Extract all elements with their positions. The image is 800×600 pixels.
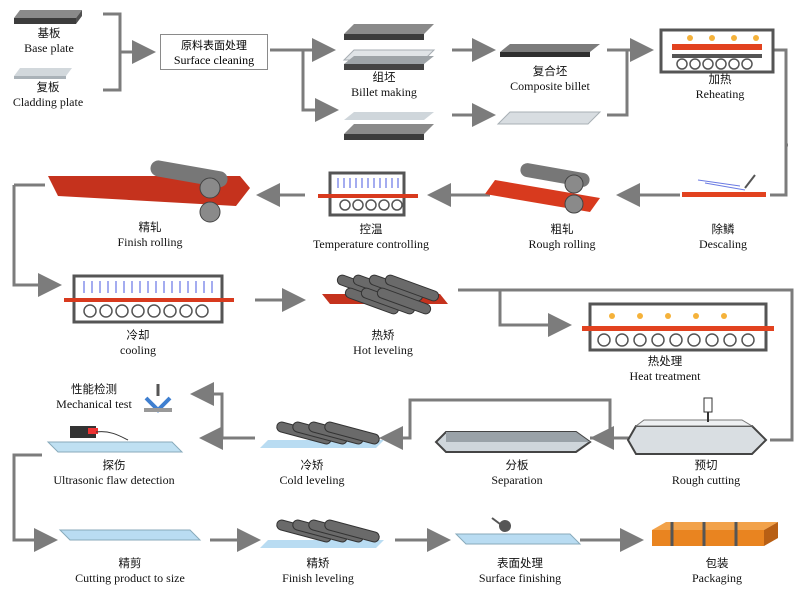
mechanical-test-zh: 性能检测 (71, 382, 117, 396)
billet-making-en: Billet making (351, 85, 417, 99)
separation-zh: 分板 (505, 458, 529, 472)
finish-leveling-zh: 精矫 (306, 556, 330, 570)
packaging-label: 包装 Packaging (672, 556, 762, 586)
ultrasonic-zh: 探伤 (102, 458, 126, 472)
heat-treatment-en: Heat treatment (629, 369, 701, 383)
cutting-to-size-icon (58, 529, 202, 541)
packaging-zh: 包装 (705, 556, 729, 570)
separation-en: Separation (491, 473, 543, 487)
surface-finishing-icon (454, 517, 582, 545)
cold-leveling-icon (260, 421, 384, 448)
base-plate-label: 基板 Base plate (14, 26, 84, 56)
surface-cleaning-box: 原料表面处理 Surface cleaning (160, 34, 268, 70)
cladding-plate-en: Cladding plate (12, 95, 84, 109)
separation-icon (434, 431, 592, 453)
surface-finishing-label: 表面处理 Surface finishing (460, 556, 580, 586)
temperature-controlling-icon (318, 171, 418, 217)
descaling-en: Descaling (699, 237, 747, 251)
rough-cutting-label: 预切 Rough cutting (656, 458, 756, 488)
base-plate-zh: 基板 (37, 26, 61, 40)
finish-rolling-icon (48, 160, 250, 223)
separation-label: 分板 Separation (472, 458, 562, 488)
finish-leveling-label: 精矫 Finish leveling (266, 556, 370, 586)
rough-rolling-label: 粗轧 Rough rolling (512, 222, 612, 252)
mechanical-test-label: 性能检测 Mechanical test (44, 382, 144, 412)
surface-cleaning-zh: 原料表面处理 (181, 39, 247, 52)
cooling-icon (64, 274, 234, 324)
mechanical-test-icon (144, 384, 172, 413)
surface-finishing-zh: 表面处理 (497, 556, 543, 570)
reheating-zh: 加热 (708, 72, 732, 86)
packaging-en: Packaging (692, 571, 742, 585)
temperature-controlling-zh: 控温 (359, 222, 383, 236)
reheating-label: 加热 Reheating (680, 72, 760, 102)
finish-leveling-icon (260, 519, 384, 548)
temperature-controlling-en: Temperature controlling (312, 237, 430, 251)
heat-treatment-furnace-icon (582, 302, 774, 352)
finish-leveling-en: Finish leveling (282, 571, 354, 585)
cold-leveling-label: 冷矫 Cold leveling (262, 458, 362, 488)
composite-billet-en: Composite billet (510, 79, 590, 93)
reheating-en: Reheating (695, 87, 745, 101)
composite-billet-icon (496, 44, 602, 125)
composite-billet-zh: 复合坯 (532, 64, 568, 78)
rough-rolling-zh: 粗轧 (550, 222, 574, 236)
surface-finishing-en: Surface finishing (478, 571, 562, 585)
temperature-controlling-label: 控温 Temperature controlling (296, 222, 446, 252)
surface-cleaning-en: Surface cleaning (173, 53, 255, 67)
composite-billet-label: 复合坯 Composite billet (498, 64, 602, 94)
cutting-to-size-en: Cutting product to size (75, 571, 185, 585)
base-plate-en: Base plate (24, 41, 74, 55)
billet-making-zh: 组坯 (372, 70, 396, 84)
hot-leveling-zh: 热矫 (371, 328, 395, 342)
hot-leveling-label: 热矫 Hot leveling (338, 328, 428, 358)
cutting-to-size-zh: 精剪 (118, 556, 142, 570)
hot-leveling-icon (322, 274, 448, 315)
base-plate-icon (14, 10, 82, 24)
packaging-icon (652, 522, 778, 546)
rough-rolling-icon (485, 163, 600, 214)
rough-cutting-en: Rough cutting (671, 473, 741, 487)
ultrasonic-flaw-detection-label: 探伤 Ultrasonic flaw detection (34, 458, 194, 488)
cutting-to-size-label: 精剪 Cutting product to size (50, 556, 210, 586)
reheating-furnace-icon (659, 28, 775, 74)
cladding-plate-zh: 复板 (36, 80, 60, 94)
cold-leveling-zh: 冷矫 (300, 458, 324, 472)
cooling-zh: 冷却 (126, 328, 150, 342)
rough-rolling-en: Rough rolling (528, 237, 596, 251)
mechanical-test-en: Mechanical test (56, 397, 132, 411)
cooling-en: cooling (120, 343, 156, 357)
heat-treatment-zh: 热处理 (647, 354, 683, 368)
cold-leveling-en: Cold leveling (279, 473, 345, 487)
cladding-plate-label: 复板 Cladding plate (0, 80, 96, 110)
flow-connectors (12, 12, 794, 552)
descaling-zh: 除鳞 (711, 222, 735, 236)
ultrasonic-flaw-detection-icon (46, 426, 184, 453)
billet-making-label: 组坯 Billet making (334, 70, 434, 100)
cooling-label: 冷却 cooling (108, 328, 168, 358)
descaling-icon (682, 174, 766, 197)
hot-leveling-en: Hot leveling (353, 343, 413, 357)
heat-treatment-label: 热处理 Heat treatment (610, 354, 720, 384)
descaling-label: 除鳞 Descaling (688, 222, 758, 252)
finish-rolling-en: Finish rolling (117, 235, 183, 249)
finish-rolling-label: 精轧 Finish rolling (100, 220, 200, 250)
finish-rolling-zh: 精轧 (138, 220, 162, 234)
rough-cutting-icon (626, 397, 768, 455)
cladding-plate-icon (14, 68, 72, 79)
billet-making-icon (342, 24, 436, 140)
ultrasonic-en: Ultrasonic flaw detection (53, 473, 175, 487)
rough-cutting-zh: 预切 (694, 458, 718, 472)
